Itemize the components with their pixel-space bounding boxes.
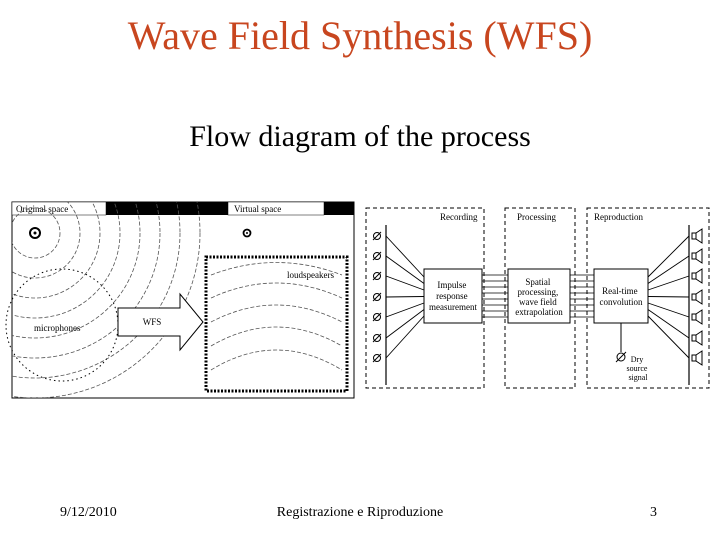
- slide-title: Wave Field Synthesis (WFS): [127, 13, 593, 58]
- microphone-fan-line: [385, 302, 425, 318]
- loudspeaker-body: [691, 334, 697, 342]
- realtime-convolution-text: Real-time convolution: [600, 286, 643, 307]
- loudspeaker-fan-line: [647, 255, 690, 284]
- original-source-icon: [29, 227, 41, 239]
- loudspeaker-fan-line: [647, 315, 690, 359]
- microphone-stroke: [372, 353, 382, 363]
- virtual-source-icon: [242, 228, 252, 238]
- wfs-label: WFS: [143, 317, 162, 327]
- realtime-convolution-block: [593, 268, 649, 324]
- microphone-symbols: [372, 231, 382, 363]
- microphone-stroke: [372, 333, 382, 343]
- microphone-fan-line: [385, 315, 425, 359]
- loudspeaker-cone: [695, 309, 703, 325]
- spatial-processing-block: [507, 268, 571, 324]
- right-diagram: Recording Processing Reproduction Impuls…: [365, 207, 710, 389]
- loudspeakers-label: loudspeakers: [287, 270, 334, 280]
- loudspeaker-cone: [695, 330, 703, 346]
- impulse-response-text: Impulse response measurement: [429, 280, 477, 312]
- loudspeaker-body: [691, 252, 697, 260]
- dry-source-mic-icon: [615, 351, 627, 363]
- impulse-to-spatial-lines: [482, 274, 508, 318]
- loudspeaker-fan-line: [647, 235, 690, 278]
- microphones-label: microphones: [34, 323, 81, 333]
- recording-stage-frame: [365, 207, 485, 389]
- microphone-fan-line: [385, 255, 425, 284]
- original-space-label-box: [11, 201, 107, 216]
- recording-label: Recording: [440, 212, 478, 222]
- dry-source-text: Dry source signal: [627, 355, 650, 382]
- loudspeaker-body: [691, 272, 697, 280]
- loudspeaker-icons: [691, 228, 703, 366]
- microphone-stroke: [372, 271, 382, 281]
- virtual-wavefronts: [210, 262, 343, 371]
- loudspeaker-fan-line: [647, 302, 690, 318]
- loudspeaker-cone: [695, 228, 703, 244]
- loudspeaker-body: [691, 354, 697, 362]
- footer-course-title: Registrazione e Riproduzione: [276, 505, 444, 520]
- loudspeaker-fan-line: [647, 296, 690, 298]
- loudspeaker-fan-line: [647, 275, 690, 291]
- microphone-fan-line: [385, 235, 425, 278]
- impulse-response-block: [423, 268, 483, 324]
- microphone-fan-lines: [385, 235, 425, 359]
- spatial-processing-text: Spatial processing, wave field extrapola…: [515, 277, 563, 317]
- original-wavefronts: [12, 202, 201, 398]
- microphone-stroke: [372, 292, 382, 302]
- loudspeaker-fan-line: [647, 309, 690, 339]
- microphone-fan-line: [385, 296, 425, 298]
- footer-page-number: 3: [650, 505, 657, 520]
- spatial-to-convolution-lines: [570, 274, 594, 318]
- footer-date: 9/12/2010: [60, 505, 117, 520]
- loudspeaker-body: [691, 293, 697, 301]
- original-space-label: Original space: [16, 204, 68, 214]
- microphone-fan-line: [385, 275, 425, 291]
- loudspeaker-cone: [695, 350, 703, 366]
- microphone-stroke: [372, 251, 382, 261]
- microphone-stroke: [372, 312, 382, 322]
- virtual-space-label-box: [227, 201, 325, 216]
- loudspeaker-array-box: [204, 255, 349, 393]
- loudspeaker-cone: [695, 289, 703, 305]
- wfs-arrow: [117, 292, 204, 352]
- loudspeaker-fan-lines: [647, 235, 690, 359]
- loudspeaker-cone: [695, 268, 703, 284]
- slide-subtitle: Flow diagram of the process: [189, 120, 531, 153]
- reproduction-label: Reproduction: [594, 212, 643, 222]
- loudspeaker-body: [691, 232, 697, 240]
- processing-label: Processing: [517, 212, 556, 222]
- reproduction-stage-frame: [586, 207, 710, 389]
- microphone-fan-line: [385, 309, 425, 339]
- loudspeaker-cone: [695, 248, 703, 264]
- processing-stage-frame: [504, 207, 576, 389]
- loudspeaker-body: [691, 313, 697, 321]
- microphone-stroke: [372, 231, 382, 241]
- left-diagram: Original space Virtual space microphones…: [5, 201, 355, 399]
- virtual-space-label: Virtual space: [234, 204, 281, 214]
